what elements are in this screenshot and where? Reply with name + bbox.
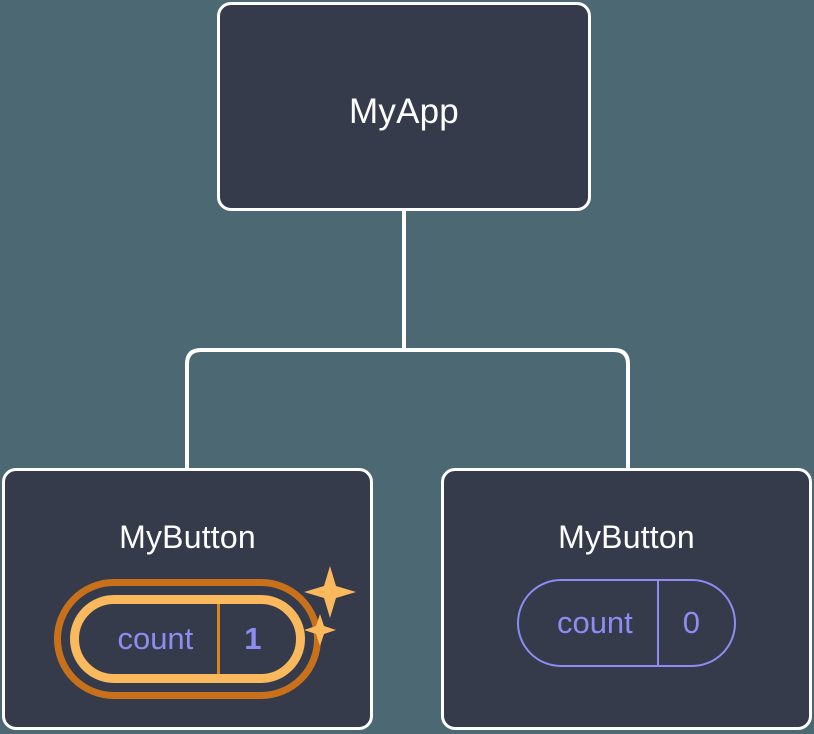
node-myapp[interactable]: MyApp bbox=[217, 2, 591, 211]
node-mybutton-left-label: MyButton bbox=[119, 519, 256, 555]
state-badge-right-value: 0 bbox=[656, 581, 734, 665]
node-mybutton-right-label: MyButton bbox=[558, 519, 695, 555]
connector-children-bus bbox=[185, 348, 630, 470]
state-badge-left-wrap: count 1 bbox=[5, 566, 370, 699]
state-badge-right[interactable]: count 0 bbox=[516, 579, 737, 667]
state-badge-left[interactable]: count 1 bbox=[70, 595, 305, 683]
state-badge-left-value: 1 bbox=[217, 604, 295, 674]
sparkles-group bbox=[303, 566, 356, 646]
node-myapp-label: MyApp bbox=[349, 92, 459, 131]
state-badge-right-wrap: count 0 bbox=[444, 579, 809, 667]
node-mybutton-left[interactable]: MyButton count 1 bbox=[2, 468, 373, 730]
node-mybutton-right[interactable]: MyButton count 0 bbox=[441, 468, 812, 730]
state-badge-right-key: count bbox=[556, 605, 633, 640]
sparkle-icon bbox=[303, 566, 356, 618]
state-badge-left-key: count bbox=[117, 621, 194, 656]
sparkle-icon bbox=[303, 614, 336, 646]
state-badge-left-highlight-ring: count 1 bbox=[54, 566, 356, 699]
